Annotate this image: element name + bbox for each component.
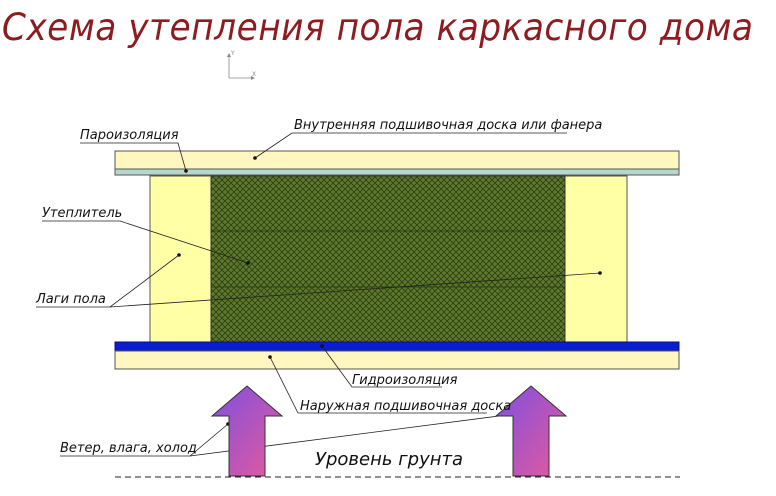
label-vapor-barrier: Пароизоляция (80, 128, 179, 143)
label-ground-level: Уровень грунта (315, 449, 463, 470)
inner-board (114, 150, 680, 170)
airflow-arrow-left (210, 385, 284, 477)
label-wind-moisture-cold: Ветер, влага, холод (60, 441, 197, 456)
insulation-block (210, 175, 566, 343)
airflow-arrow-right (494, 385, 568, 477)
floor-joist-right (564, 175, 628, 343)
outer-board (114, 350, 680, 370)
axis-y-label: Y (230, 50, 235, 57)
label-insulation: Утеплитель (42, 206, 122, 221)
page-title: Схема утепления пола каркасного дома (1, 6, 754, 49)
axis-x-label: X (252, 71, 256, 78)
label-outer-board: Наружная подшивочная доска (300, 399, 511, 414)
label-floor-joists: Лаги пола (35, 292, 106, 307)
axis-icon: Y X (227, 50, 256, 80)
floor-joist-left (149, 175, 212, 343)
waterproofing-layer (114, 341, 680, 352)
vapor-barrier-layer (114, 168, 680, 176)
label-inner-board: Внутренняя подшивочная доска или фанера (294, 118, 602, 133)
label-waterproofing: Гидроизоляция (352, 373, 458, 388)
